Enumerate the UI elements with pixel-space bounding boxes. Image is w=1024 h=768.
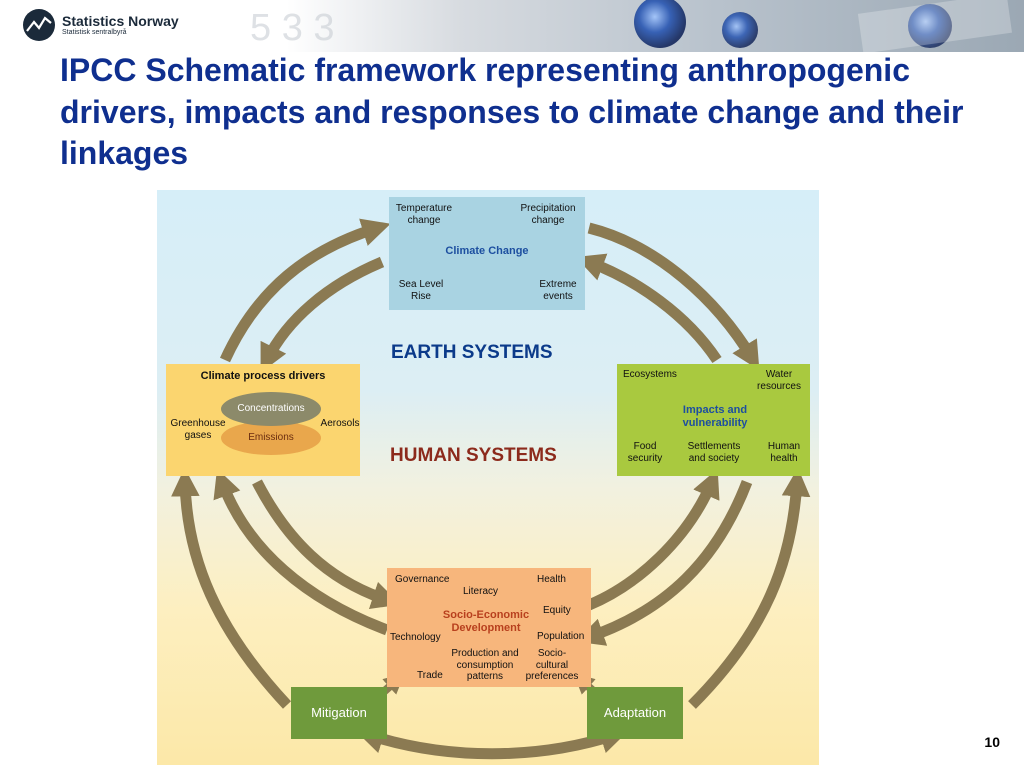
health-label: Health <box>537 574 566 585</box>
human-systems-label: HUMAN SYSTEMS <box>390 445 557 466</box>
socio-economic-title: Socio-Economic Development <box>442 609 530 634</box>
arrow-impacts-to-socio <box>575 480 753 646</box>
ecosystems-label: Ecosystems <box>623 369 677 380</box>
sea-level-rise-label: Sea Level Rise <box>398 279 444 302</box>
arrow-mitigation-adaptation <box>355 725 629 760</box>
arrow-drivers-to-socio <box>252 479 401 610</box>
extreme-events-label: Extreme events <box>539 279 577 302</box>
slide-title: IPCC Schematic framework representing an… <box>60 52 964 172</box>
banner-background: 5 3 3 <box>0 0 1024 52</box>
drivers-ellipses <box>221 392 321 455</box>
food-security-label: Food security <box>627 441 663 464</box>
arrow-drivers-to-climate <box>219 218 391 363</box>
climate-process-drivers-box: Climate process drivers Concentrations E… <box>166 364 360 476</box>
socio-cultural-label: Socio-cultural preferences <box>525 648 579 682</box>
earth-systems-label: EARTH SYSTEMS <box>391 342 553 363</box>
concentrations-label: Concentrations <box>237 403 305 414</box>
cycle-arrows <box>171 218 811 760</box>
climate-change-box: Temperature change Precipitation change … <box>389 197 585 310</box>
settlements-society-label: Settlements and society <box>687 441 741 464</box>
arrow-climate-to-impacts <box>587 222 760 371</box>
ipcc-framework-diagram: Temperature change Precipitation change … <box>157 190 819 765</box>
socio-economic-development-box: Governance Literacy Health Equity Socio-… <box>387 568 591 687</box>
arrow-socio-to-drivers <box>213 468 389 636</box>
header-banner: 5 3 3 Statistics Norway Statistisk sentr… <box>0 0 1024 52</box>
impacts-vulnerability-box: Ecosystems Water resources Impacts and v… <box>617 364 810 476</box>
statistics-norway-logo: Statistics Norway Statistisk sentralbyrå <box>22 8 179 42</box>
governance-label: Governance <box>395 574 450 585</box>
mitigation-label: Mitigation <box>311 705 367 720</box>
arrow-adaptation-to-impacts <box>688 467 811 709</box>
greenhouse-gases-label: Greenhouse gases <box>170 418 226 441</box>
page-number: 10 <box>984 734 1000 750</box>
org-name: Statistics Norway <box>62 13 179 29</box>
arrow-impacts-to-climate <box>575 253 722 364</box>
trade-label: Trade <box>417 670 443 681</box>
precipitation-change-label: Precipitation change <box>520 203 576 226</box>
aerosols-label: Aerosols <box>320 418 360 429</box>
impacts-title: Impacts and vulnerability <box>682 404 748 429</box>
arrow-mitigation-to-drivers <box>171 467 292 709</box>
technology-label: Technology <box>390 632 441 643</box>
emissions-label: Emissions <box>248 432 294 443</box>
arrow-socio-to-impacts <box>586 468 720 611</box>
arrow-climate-to-drivers <box>260 256 385 373</box>
mitigation-box: Mitigation <box>291 687 387 739</box>
svg-text:5 3 3: 5 3 3 <box>250 7 335 49</box>
drivers-title: Climate process drivers <box>200 370 326 382</box>
adaptation-label: Adaptation <box>603 705 667 720</box>
population-label: Population <box>537 631 585 642</box>
production-consumption-label: Production and consumption patterns <box>451 648 519 682</box>
water-resources-label: Water resources <box>757 369 801 392</box>
equity-label: Equity <box>543 605 571 616</box>
org-subtitle: Statistisk sentralbyrå <box>62 29 127 36</box>
temperature-change-label: Temperature change <box>395 203 453 226</box>
literacy-label: Literacy <box>463 586 499 597</box>
climate-change-title: Climate Change <box>445 245 529 257</box>
human-health-label: Human health <box>767 441 801 464</box>
logo-mark-icon <box>23 9 55 41</box>
adaptation-box: Adaptation <box>587 687 683 739</box>
